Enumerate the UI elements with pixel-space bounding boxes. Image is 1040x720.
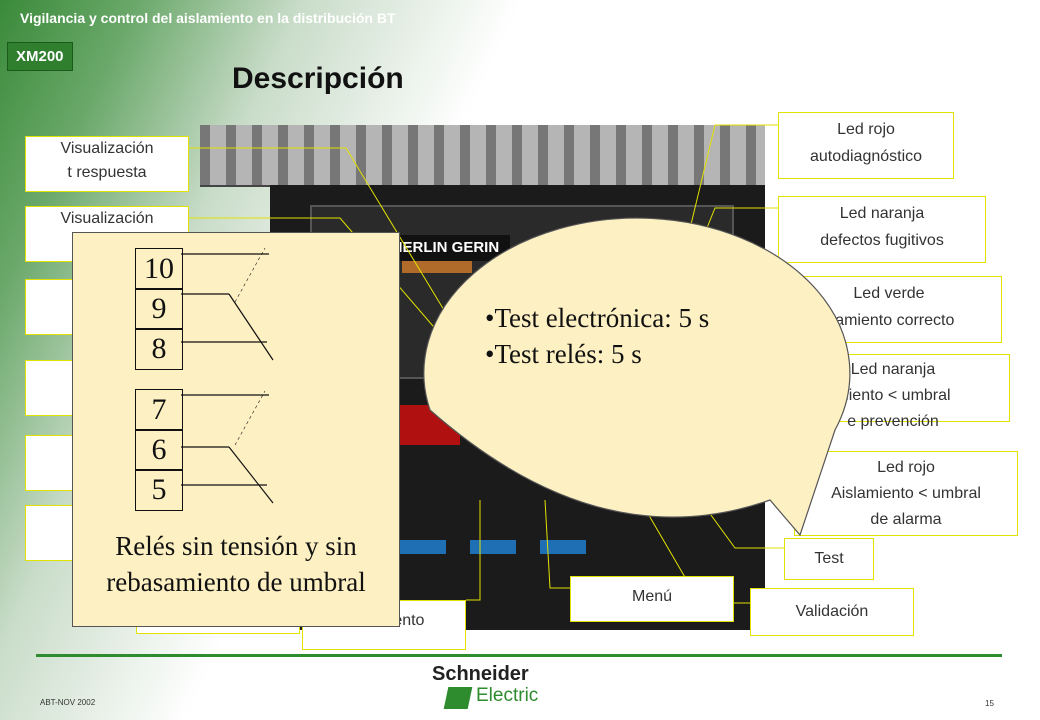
product-badge: XM200 [7, 42, 73, 71]
bubble-line: •Test relés: 5 s [485, 339, 642, 369]
relay-number: 6 [135, 429, 183, 471]
logo-mark-icon [443, 687, 473, 709]
callout-led-rojo-alarma: Led rojo Aislamiento < umbral de alarma [794, 451, 1018, 536]
device-key-2 [470, 540, 516, 554]
leader-line [466, 500, 481, 601]
callout-menu: Menú [570, 576, 734, 622]
leader-line [188, 217, 446, 341]
device-vent-grille [200, 125, 765, 187]
page-title: Descripción [232, 62, 404, 95]
leader-line [188, 147, 451, 321]
relay-contacts-diagram [181, 247, 274, 504]
relay-state-panel: 10 9 8 7 6 5 Relés sin tensión y sin reb… [72, 232, 400, 627]
relay-number: 7 [135, 389, 183, 431]
callout-line: Test [814, 550, 844, 567]
callout-line: Visualización [60, 210, 154, 227]
footer-date: ABT-NOV 2002 [40, 698, 96, 707]
leader-line [544, 499, 570, 589]
bubble-text: •Test electrónica: 5 s •Test relés: 5 s [485, 300, 709, 372]
relay-caption: Relés sin tensión y sin rebasamiento de … [73, 528, 399, 600]
callout-line: Led rojo [837, 121, 895, 138]
callout-line: Led naranja [850, 361, 936, 378]
callout-line: Validación [795, 603, 869, 620]
callout-line: de alarma [870, 511, 942, 528]
device-brand: MERLIN GERIN [382, 235, 510, 261]
callout-led-naranja-fugitivos: Led naranja defectos fugitivos [778, 196, 986, 263]
relay-number: 5 [135, 469, 183, 511]
header-title: Vigilancia y control del aislamiento en … [20, 10, 396, 26]
callout-line: Visualización [60, 140, 154, 157]
callout-line: slamiento correcto [823, 312, 955, 329]
leader-line [699, 499, 784, 549]
leader-line [679, 124, 778, 271]
relay-caption-line: Relés sin tensión y sin [115, 531, 357, 561]
bubble-line: •Test electrónica: 5 s [485, 303, 710, 333]
callout-line: t respuesta [67, 164, 147, 181]
logo-wordmark-bottom: Electric [476, 685, 539, 706]
callout-line: Menú [631, 588, 673, 605]
callout-line: Aislamiento < umbral [831, 485, 981, 502]
callout-line: Led naranja [839, 205, 925, 222]
callout-line: Led verde [853, 285, 925, 302]
device-key-1 [400, 540, 446, 554]
footer-divider [36, 654, 1002, 657]
callout-line: autodiagnóstico [809, 148, 923, 165]
callout-line: Led rojo [877, 459, 935, 476]
logo-wordmark-top: Schneider [432, 663, 529, 685]
relay-number: 9 [135, 288, 183, 330]
relay-caption-line: rebasamiento de umbral [106, 567, 366, 597]
callout-led-rojo-autodiagnostico: Led rojo autodiagnóstico [778, 112, 954, 179]
callout-line: miento < umbral [835, 387, 951, 404]
callout-line: defectos fugitivos [820, 232, 944, 249]
callout-line: e prevención [847, 413, 939, 430]
callout-vis-t-respuesta: Visualización t respuesta [25, 136, 189, 192]
relay-number: 10 [135, 248, 183, 290]
schneider-logo: Schneider Electric [430, 663, 550, 713]
device-key-3 [540, 540, 586, 554]
page-number: 15 [985, 699, 994, 708]
relay-number: 8 [135, 328, 183, 370]
callout-validacion: Validación [750, 588, 914, 636]
callout-test: Test [784, 538, 874, 580]
